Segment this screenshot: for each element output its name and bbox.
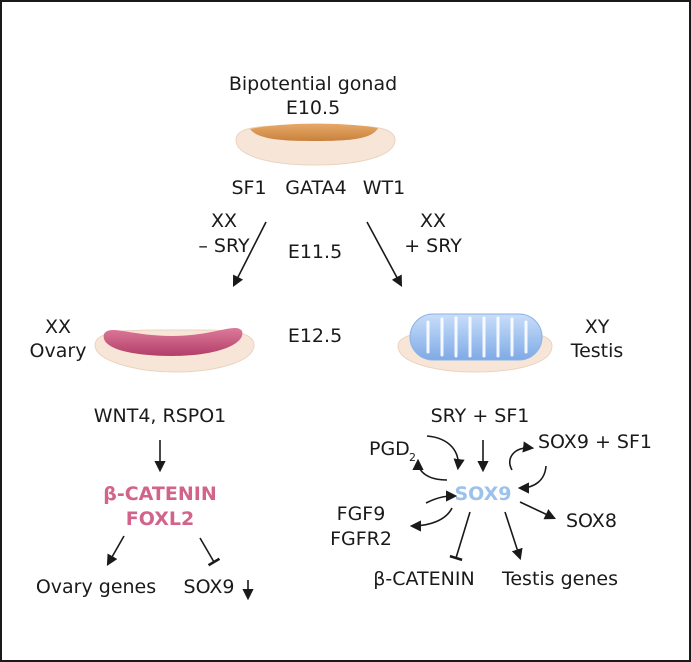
ovary-beta-catenin: β-CATENIN	[103, 483, 216, 505]
testis-sox9: SOX9	[454, 483, 511, 505]
factor-gata4: GATA4	[285, 177, 346, 199]
pgd2-subscript: 2	[409, 451, 416, 464]
testis-beta-catenin: β-CATENIN	[373, 568, 474, 590]
arrow-to-ovary	[232, 221, 267, 287]
ovary-label: Ovary	[30, 340, 87, 362]
sox9-to-fgf9-arrow	[409, 507, 453, 532]
testis-genes: Testis genes	[501, 568, 618, 590]
factor-sf1: SF1	[231, 177, 266, 199]
right-condition: + SRY	[404, 235, 462, 257]
inhibit-beta-catenin	[449, 511, 471, 562]
stage-e10-5: E10.5	[286, 97, 340, 119]
fgf9: FGF9	[337, 503, 386, 525]
arrow-to-testis	[366, 221, 403, 287]
arrow-to-sox8	[519, 501, 557, 520]
pgd2-to-sox9-arrow	[426, 435, 465, 471]
stage-e11-5: E11.5	[288, 241, 342, 263]
sox9-to-sox9sf1-arrow	[508, 441, 535, 471]
testis-illustration	[397, 313, 553, 373]
fgf9-to-sox9-arrow	[425, 490, 458, 504]
arrow-to-testis-genes	[504, 511, 523, 561]
ovary-foxl2: FOXL2	[126, 508, 194, 530]
sox9sf1-to-sox9-arrow	[517, 465, 547, 494]
testis-inducer: SRY + SF1	[431, 405, 530, 427]
testis-karyotype: XY	[585, 316, 610, 338]
ovary-illustration	[94, 327, 255, 373]
ovary-signals: WNT4, RSPO1	[94, 405, 227, 427]
fgfr2: FGFR2	[330, 528, 392, 550]
ovary-genes: Ovary genes	[36, 576, 156, 598]
pgd2: PGD	[369, 438, 410, 460]
left-karyotype: XX	[211, 210, 237, 232]
sox9-to-pgd2-arrow	[412, 458, 448, 481]
stage-e12-5: E12.5	[288, 325, 342, 347]
bipotential-gonad-title: Bipotential gonad	[229, 73, 397, 95]
testis-label: Testis	[570, 340, 624, 362]
ovary-karyotype: XX	[45, 316, 71, 338]
right-karyotype: XX	[420, 210, 446, 232]
arrow-to-ovary-genes	[106, 535, 125, 566]
left-condition: – SRY	[198, 235, 250, 257]
factor-wt1: WT1	[363, 177, 405, 199]
sox8: SOX8	[566, 510, 617, 532]
inhibit-sox9	[199, 537, 221, 567]
sox9-sf1: SOX9 + SF1	[538, 431, 652, 453]
ovary-sox9-repressed: SOX9	[184, 576, 235, 598]
bipotential-gonad-illustration	[235, 123, 396, 166]
